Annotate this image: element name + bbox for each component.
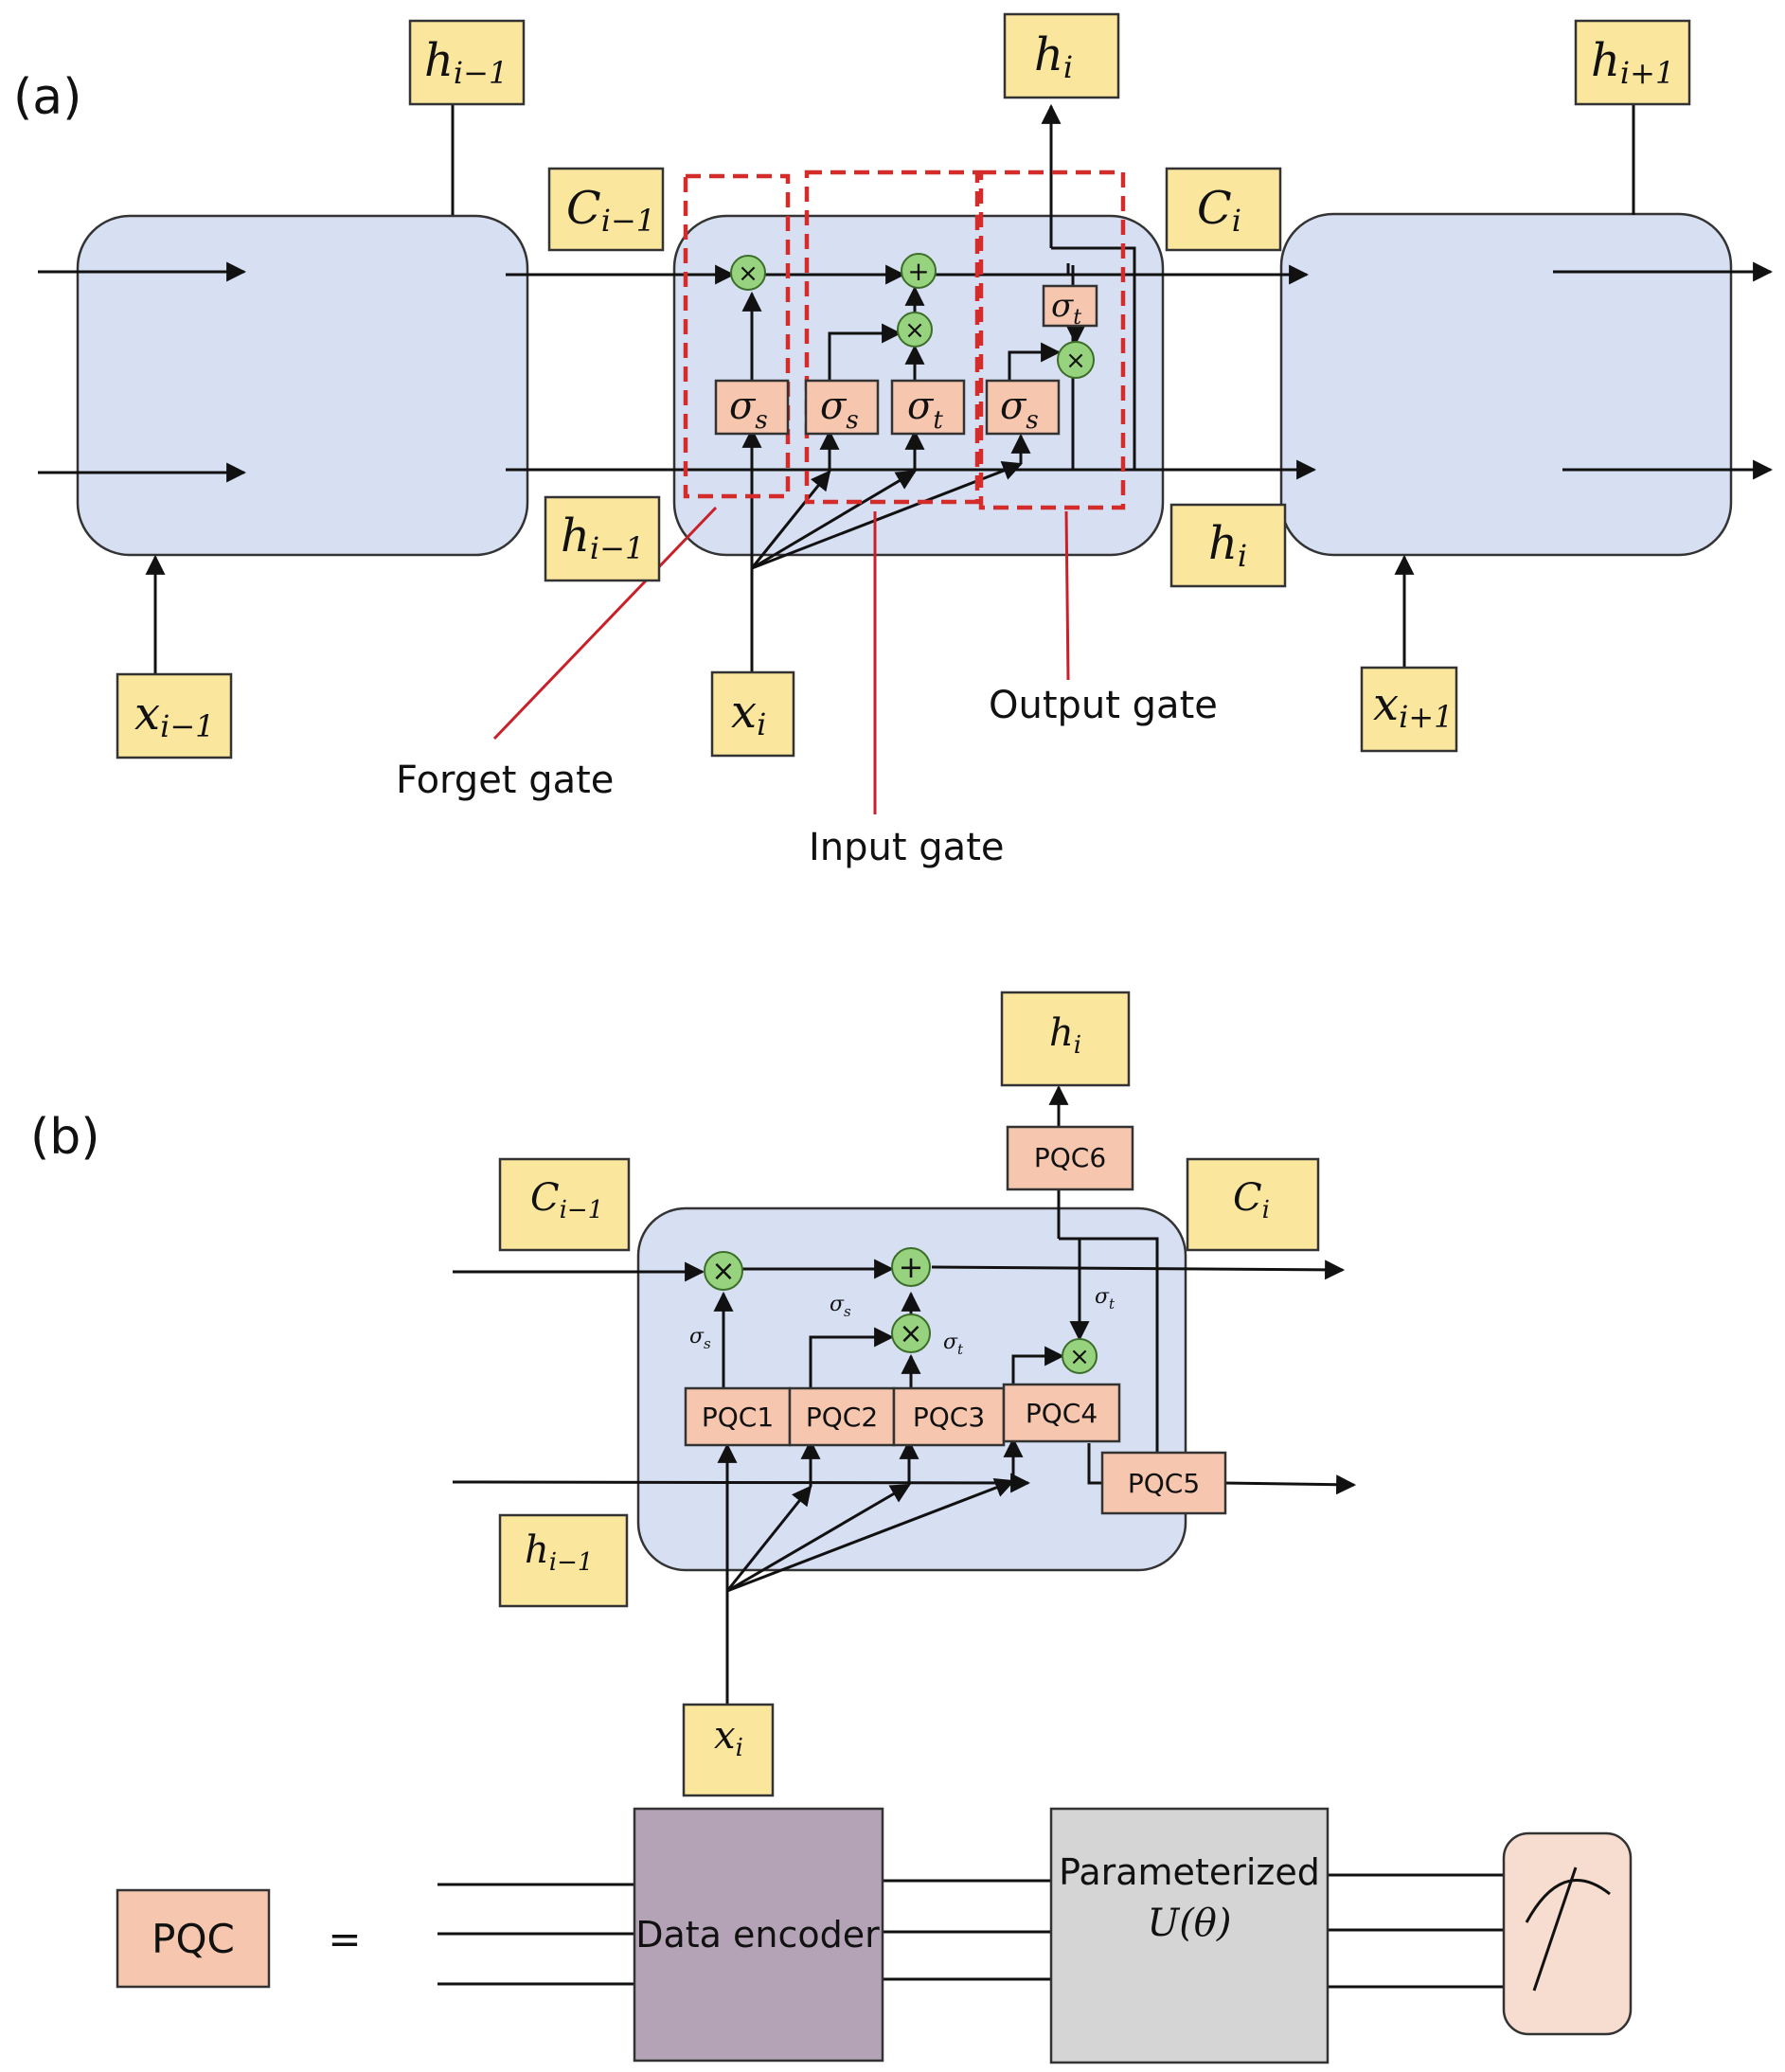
pqc1-box: PQC1 <box>684 1386 792 1447</box>
input-multiply-op: × <box>897 312 933 348</box>
panel-b-label: (b) <box>30 1109 100 1166</box>
qlstm-label-x: xi <box>682 1703 775 1797</box>
pqc6-box: PQC6 <box>1006 1125 1134 1191</box>
data-encoder-block: Data encoder <box>633 1807 884 2063</box>
input-sigmoid: σs <box>804 379 880 436</box>
svg-text:σt: σt <box>1051 287 1081 330</box>
measurement-meter-icon <box>1525 1879 1611 1923</box>
svg-text:σt: σt <box>907 384 943 435</box>
qlstm-label-c-current: Ci <box>1186 1157 1320 1252</box>
svg-text:×: × <box>1065 347 1086 375</box>
svg-text:σs: σs <box>1000 384 1039 435</box>
svg-text:xi: xi <box>731 686 766 742</box>
label-h-current: hi <box>1169 503 1287 588</box>
svg-text:PQC: PQC <box>152 1916 235 1962</box>
input-tanh: σt <box>890 379 966 436</box>
svg-text:hi+1: hi+1 <box>1591 34 1674 91</box>
sigma-s-annotation-1: σs <box>689 1325 711 1352</box>
label-x-current: xi <box>710 670 795 758</box>
svg-text:PQC6: PQC6 <box>1034 1142 1106 1173</box>
label-c-prev: Ci−1 <box>547 167 665 252</box>
svg-text:hi: hi <box>1049 1011 1081 1060</box>
measurement-block <box>1502 1831 1633 2036</box>
svg-text:Ci−1: Ci−1 <box>530 1176 603 1224</box>
qlstm-cell-add-op: + <box>891 1247 931 1287</box>
svg-text:xi: xi <box>714 1714 743 1762</box>
svg-text:hi: hi <box>1034 28 1073 85</box>
pqc5-box: PQC5 <box>1100 1451 1227 1515</box>
svg-text:Ci: Ci <box>1197 182 1241 239</box>
svg-text:Ci−1: Ci−1 <box>566 182 655 239</box>
output-gate-label: Output gate <box>989 684 1218 727</box>
equals-sign: = <box>328 1916 361 1962</box>
svg-text:hi−1: hi−1 <box>525 1528 593 1577</box>
panel-a-label: (a) <box>13 69 81 126</box>
svg-text:Ci: Ci <box>1233 1176 1270 1224</box>
pqc4-box: PQC4 <box>1002 1383 1121 1443</box>
label-h-current-top: hi <box>1003 12 1120 99</box>
sigma-t-annotation-1: σt <box>943 1331 964 1358</box>
svg-text:+: + <box>899 1249 924 1285</box>
label-x-prev: xi−1 <box>116 672 233 759</box>
qlstm-label-h-top: hi <box>1000 991 1131 1087</box>
qlstm-label-c-prev: Ci−1 <box>498 1157 631 1252</box>
svg-text:×: × <box>1069 1343 1090 1371</box>
svg-text:PQC5: PQC5 <box>1128 1468 1200 1499</box>
output-gate-box <box>978 170 1126 510</box>
svg-text:Data encoder: Data encoder <box>635 1914 880 1956</box>
svg-text:PQC3: PQC3 <box>913 1402 985 1433</box>
forget-sigmoid: σs <box>714 379 790 436</box>
qlstm-forget-multiply-op: × <box>704 1251 743 1291</box>
output-multiply-op: × <box>1057 341 1095 379</box>
label-c-current: Ci <box>1165 167 1282 252</box>
qlstm-output-multiply-op: × <box>1062 1338 1098 1374</box>
svg-text:×: × <box>711 1255 735 1288</box>
sigma-t-annotation-2: σt <box>1095 1285 1116 1313</box>
forget-multiply-op: × <box>730 255 766 291</box>
label-h-next-top: hi+1 <box>1574 19 1691 106</box>
svg-text:σs: σs <box>729 384 768 435</box>
svg-text:×: × <box>899 1317 922 1350</box>
lstm-cell-previous <box>76 214 529 557</box>
qlstm-input-multiply-op: × <box>891 1313 931 1353</box>
svg-text:hi−1: hi−1 <box>424 34 508 91</box>
svg-text:PQC4: PQC4 <box>1026 1398 1098 1429</box>
parameterized-unitary-block: Parameterized U(θ) <box>1049 1807 1330 2064</box>
output-tanh: σt <box>1042 284 1098 330</box>
svg-text:Parameterized: Parameterized <box>1059 1851 1320 1893</box>
pqc3-box: PQC3 <box>892 1386 1006 1447</box>
label-h-prev-top: hi−1 <box>408 19 526 106</box>
svg-text:×: × <box>904 316 925 345</box>
label-x-next: xi+1 <box>1360 666 1458 753</box>
svg-text:+: + <box>907 256 929 287</box>
lstm-cell-next <box>1279 212 1733 557</box>
qlstm-label-h-prev: hi−1 <box>498 1513 629 1608</box>
svg-text:×: × <box>738 259 759 288</box>
svg-text:hi: hi <box>1208 517 1247 574</box>
output-sigmoid: σs <box>985 379 1061 436</box>
forget-gate-box <box>683 173 791 499</box>
forget-gate-label: Forget gate <box>396 759 614 802</box>
svg-text:PQC2: PQC2 <box>806 1402 878 1433</box>
svg-text:σs: σs <box>820 384 859 435</box>
sigma-s-annotation-2: σs <box>830 1293 851 1320</box>
cell-add-op: + <box>901 253 937 289</box>
pqc2-box: PQC2 <box>788 1386 896 1447</box>
svg-text:xi+1: xi+1 <box>1373 678 1453 735</box>
label-h-prev: hi−1 <box>544 495 661 582</box>
svg-text:U(θ): U(θ) <box>1147 1902 1231 1945</box>
pqc-definition-label: PQC <box>116 1888 271 1989</box>
svg-text:hi−1: hi−1 <box>561 509 644 566</box>
svg-text:xi−1: xi−1 <box>134 688 214 744</box>
svg-text:PQC1: PQC1 <box>702 1402 774 1433</box>
input-gate-box <box>804 170 980 505</box>
input-gate-label: Input gate <box>809 826 1004 869</box>
